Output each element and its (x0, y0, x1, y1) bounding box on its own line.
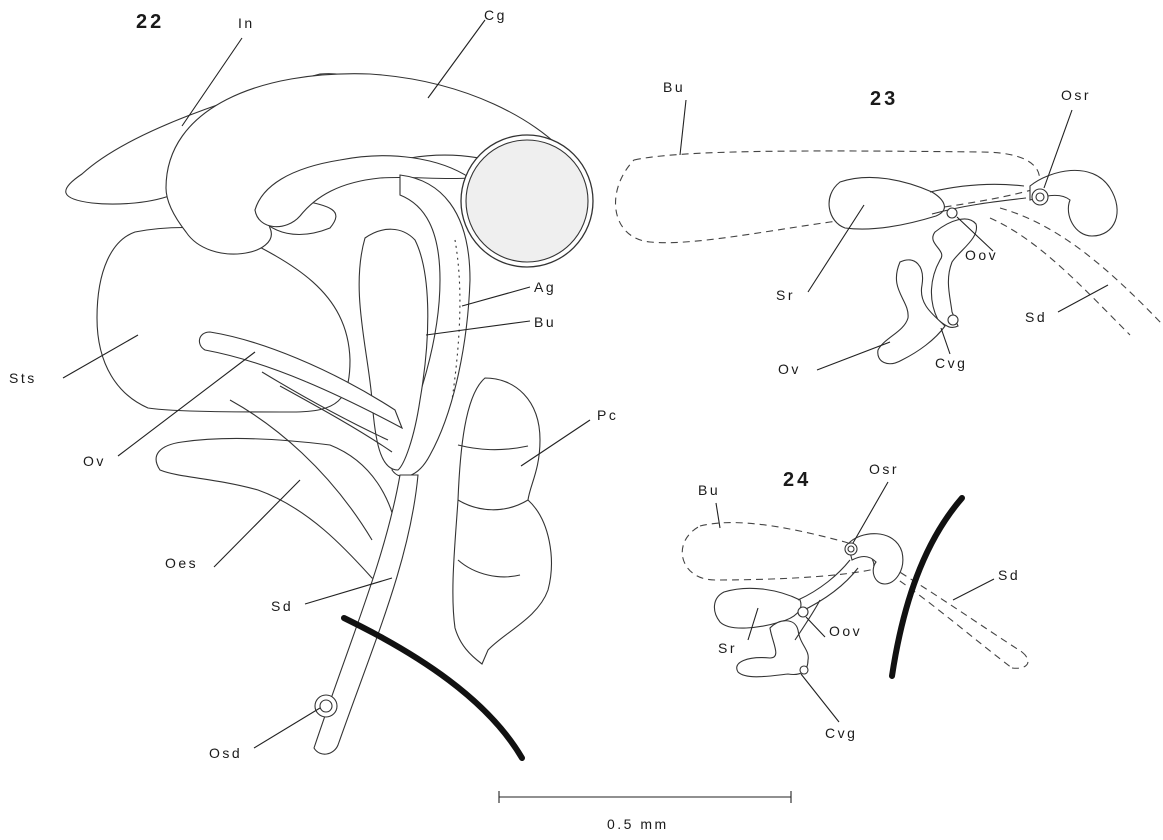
osr-inner-24 (847, 545, 855, 553)
figure-22: 22 (9, 7, 618, 761)
label-Osr-24: Osr (869, 461, 899, 477)
bursa-outline-24 (681, 522, 875, 581)
leader-Osd (253, 707, 321, 749)
label-Bu-22: Bu (534, 314, 556, 330)
pericardium-shape (452, 377, 552, 665)
leader-Pc (520, 419, 591, 467)
leader-Sr-24 (747, 607, 759, 641)
pericardium-contour-1 (457, 444, 529, 451)
sperm-duct-tip-24 (1011, 651, 1029, 669)
leader-Sd-23 (1057, 284, 1109, 313)
body-wall-22 (341, 615, 525, 761)
receptacle-duct-24 (797, 559, 859, 613)
label-Oov-23: Oov (965, 247, 998, 263)
oviduct-strand-1 (261, 371, 389, 441)
seminal-receptacle-23 (828, 176, 945, 230)
oov-opening-23 (946, 207, 958, 219)
leader-Ov-22 (117, 351, 256, 457)
leader-Bu-22 (425, 320, 531, 336)
label-Osr-23: Osr (1061, 87, 1091, 103)
figure-24: 24 Osr Bu Sd Sr Oov Cvg (681, 461, 1029, 741)
oviduct-23 (930, 218, 977, 328)
oesophagus-inner-line (229, 399, 373, 541)
label-Cvg-23: Cvg (935, 355, 967, 371)
label-Pc: Pc (597, 407, 618, 423)
inner-loop-tongue (254, 155, 472, 228)
label-Ov-23: Ov (778, 361, 801, 377)
leader-Oov-23 (956, 216, 994, 252)
label-Oes: Oes (165, 555, 198, 571)
receptacle-loop-23 (1029, 169, 1118, 237)
figure-23: 23 Bu Osr Oov Sr Sd Ov Cvg (614, 79, 1163, 377)
label-Cvg-24: Cvg (825, 725, 857, 741)
leader-Bu-24 (715, 502, 721, 529)
leader-Oes (213, 479, 301, 568)
label-Cg: Cg (484, 7, 507, 23)
label-Sd-22: Sd (271, 598, 293, 614)
figure-23-number: 23 (870, 88, 898, 110)
label-Sd-24: Sd (998, 567, 1020, 583)
label-In: In (238, 15, 255, 31)
label-Bu-24: Bu (698, 482, 720, 498)
leader-Cvg-24 (800, 673, 840, 723)
pericardium-contour-3 (457, 559, 521, 578)
label-Osd: Osd (209, 745, 242, 761)
sperm-duct-dashed-24 (879, 559, 1023, 669)
osr-inner-23 (1035, 192, 1045, 202)
sperm-duct-opening-inner (319, 699, 333, 713)
oviduct-strand-2 (279, 385, 393, 453)
leader-Cvg-23 (940, 327, 951, 355)
body-wall-24 (889, 495, 965, 679)
leader-Osr-24 (852, 481, 889, 544)
cvg-opening-23 (947, 314, 959, 326)
oviduct-24 (736, 620, 809, 678)
leader-Osr-23 (1043, 109, 1073, 189)
leader-Sd-24 (952, 578, 995, 601)
label-Oov-24: Oov (829, 623, 862, 639)
leader-Sd-22 (304, 577, 393, 605)
figure-22-number: 22 (136, 11, 164, 33)
label-Sd-23: Sd (1025, 309, 1047, 325)
scale-bar: 0.5 mm (498, 791, 792, 832)
label-Sr-24: Sr (718, 640, 737, 656)
oov-opening-24 (797, 606, 809, 618)
leader-Cg (427, 19, 486, 99)
receptacle-loop-24 (847, 533, 904, 585)
leader-Sr-23 (807, 204, 865, 293)
figure-24-number: 24 (783, 469, 811, 491)
pericardium-contour-2 (457, 499, 529, 511)
cvg-opening-24 (799, 665, 809, 675)
leader-Ov-23 (816, 341, 891, 371)
leader-Bu-23 (679, 99, 687, 156)
sperm-duct-dashed-23 (989, 207, 1163, 336)
sperm-duct (313, 474, 419, 755)
leader-Sts (62, 334, 139, 379)
scale-bar-label: 0.5 mm (607, 816, 669, 832)
leader-In (181, 37, 243, 127)
label-Ag: Ag (534, 279, 556, 295)
label-Ov-22: Ov (83, 453, 106, 469)
bursa-outline-23 (614, 150, 1041, 244)
label-Bu-23: Bu (663, 79, 685, 95)
ovotestis-section (465, 139, 589, 263)
leader-Ag (461, 286, 531, 307)
oviduct-lower-23 (877, 259, 946, 365)
label-Sts: Sts (9, 370, 37, 386)
oesophagus-shape (155, 438, 401, 579)
leader-Oov-24 (805, 616, 826, 638)
label-Sr-23: Sr (776, 287, 795, 303)
receptacle-duct-23 (929, 183, 1027, 215)
oviduct-connector-24 (794, 599, 821, 641)
